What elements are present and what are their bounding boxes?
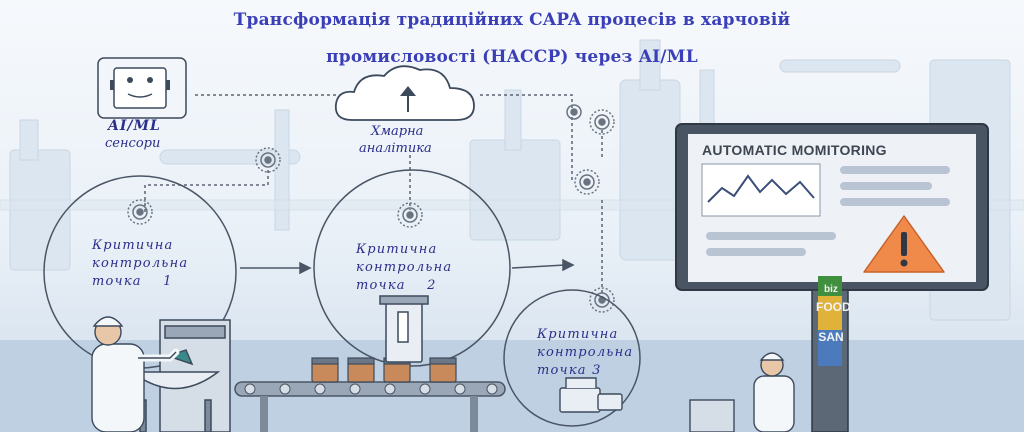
sensor-node <box>589 287 615 313</box>
connection-lines <box>144 94 603 300</box>
title-line-2: промисловості (HACCP) через AI/ML <box>326 47 698 67</box>
robot-face-icon <box>97 57 187 119</box>
jar <box>347 357 375 383</box>
processing-machine <box>129 319 231 432</box>
sensor-label-sensors: сенсори <box>105 136 161 151</box>
conveyor-belt <box>234 381 506 432</box>
logo-biz: biz <box>824 284 838 295</box>
sensor-node <box>574 169 600 195</box>
cloud-label-line-1: Хмарна <box>371 124 424 139</box>
jar <box>429 357 457 383</box>
sealing-machine <box>559 377 623 413</box>
sensor-node <box>589 109 615 135</box>
sensor-nodes <box>127 104 615 313</box>
product-jars <box>311 357 457 383</box>
control-point-circle-2 <box>313 169 511 367</box>
warning-triangle-icon <box>863 215 945 273</box>
logo-san: SAN <box>818 330 844 344</box>
logo-food: FOOD <box>816 300 851 314</box>
control-point-circles <box>43 169 641 427</box>
title-line-1: Трансформація традиційних CAPA процесів … <box>233 10 791 30</box>
press-machine <box>379 295 429 363</box>
sensor-label-ai: AI/ML <box>108 118 161 134</box>
control-point-label-1: Критична контрольна точка 1 <box>92 238 189 289</box>
sensor-node <box>127 199 153 225</box>
jar <box>311 357 339 383</box>
cloud-upload-icon <box>334 65 475 121</box>
monitor-line-chart <box>701 163 821 217</box>
control-point-label-3: Критична контрольна точка 3 <box>537 327 634 378</box>
control-point-label-2: Критична контрольна точка 2 <box>356 242 453 293</box>
cloud-label-line-2: аналітика <box>359 141 432 156</box>
control-point-circle-3 <box>503 289 641 427</box>
sensor-node <box>397 202 423 228</box>
worker-right <box>689 352 795 432</box>
sensor-node <box>566 104 582 120</box>
sensor-node <box>255 147 281 173</box>
monitor-text-bars <box>706 166 950 256</box>
flow-arrows <box>240 258 575 275</box>
worker-left <box>91 316 180 432</box>
monitor-title: AUTOMATIC MOMITORING <box>702 142 887 158</box>
